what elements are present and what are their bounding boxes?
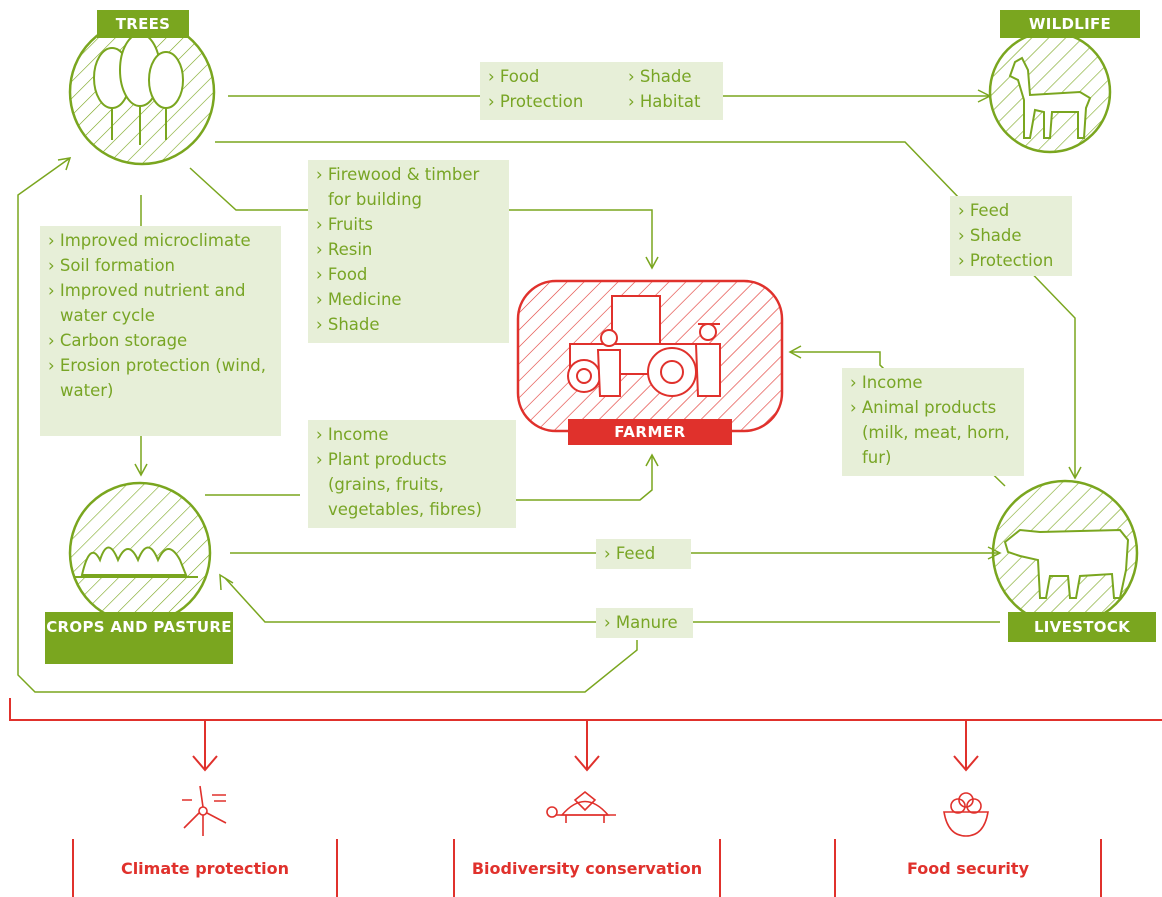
livestock-label: LIVESTOCK (1008, 612, 1156, 642)
crop-icon (74, 546, 198, 578)
trees-to-wildlife-box: Food Protection Shade Habitat (480, 62, 723, 120)
flow-item: Improved nutrient and water cycle (48, 278, 273, 328)
flow-item: Feed (604, 541, 683, 566)
flow-item: Improved microclimate (48, 228, 273, 253)
flow-item: Feed (958, 198, 1064, 223)
flow-item: Fruits (316, 212, 501, 237)
livestock-node (991, 479, 1139, 627)
wind-turbine-icon (182, 785, 227, 836)
livestock-to-farmer-box: Income Animal products (milk, meat, horn… (842, 368, 1024, 476)
feed-box: Feed (596, 539, 691, 569)
crops-label: CROPS AND PASTURE (45, 612, 233, 664)
farmer-node (516, 279, 784, 433)
flow-item: Protection (958, 248, 1064, 273)
trees-to-crops-box: Improved microclimate Soil formation Imp… (40, 226, 281, 436)
flow-item: Soil formation (48, 253, 273, 278)
flow-item: Income (850, 370, 1016, 395)
outcome-connectors (9, 698, 1162, 772)
wildlife-label: WILDLIFE (1000, 10, 1140, 38)
outcome-biodiversity: Biodiversity conservation (453, 839, 721, 897)
flow-item: Firewood & timber for building (316, 162, 501, 212)
deer-icon (1008, 56, 1092, 139)
trees-label: TREES (97, 10, 189, 38)
trees-to-farmer-box: Firewood & timber for building Fruits Re… (308, 160, 509, 343)
turtle-icon (546, 790, 616, 823)
flow-item: Erosion protection (wind, water) (48, 353, 273, 403)
flow-item: Manure (604, 610, 685, 635)
flow-item: Resin (316, 237, 501, 262)
outcome-climate: Climate protection (72, 839, 338, 897)
trees-node (68, 18, 216, 166)
flow-item: Carbon storage (48, 328, 273, 353)
crops-to-farmer-box: Income Plant products (grains, fruits, v… (308, 420, 516, 528)
flow-item: Shade (958, 223, 1064, 248)
tree-icon (93, 33, 184, 145)
flow-item: Protection (488, 89, 628, 114)
flow-item: Medicine (316, 287, 501, 312)
flow-item: Food (488, 64, 628, 89)
tractor-farmer-icon (567, 295, 721, 397)
flow-item: Shade (316, 312, 501, 337)
wildlife-node (988, 30, 1112, 154)
outcome-food-security: Food security (834, 839, 1102, 897)
flow-item: Shade (628, 64, 701, 89)
flow-item: Plant products (grains, fruits, vegetabl… (316, 447, 508, 522)
crops-node (68, 481, 212, 625)
farmer-label: FARMER (568, 419, 732, 445)
flow-item: Food (316, 262, 501, 287)
trees-to-livestock-box: Feed Shade Protection (950, 196, 1072, 276)
outcome-label: Food security (907, 859, 1029, 878)
outcome-label: Climate protection (120, 859, 290, 878)
cow-icon (1003, 528, 1130, 599)
flow-item: Animal products (milk, meat, horn, fur) (850, 395, 1016, 470)
outcome-label: Biodiversity conservation (471, 859, 703, 878)
manure-box: Manure (596, 608, 693, 638)
food-bowl-icon (943, 792, 989, 837)
flow-item: Income (316, 422, 508, 447)
flow-item: Habitat (628, 89, 701, 114)
